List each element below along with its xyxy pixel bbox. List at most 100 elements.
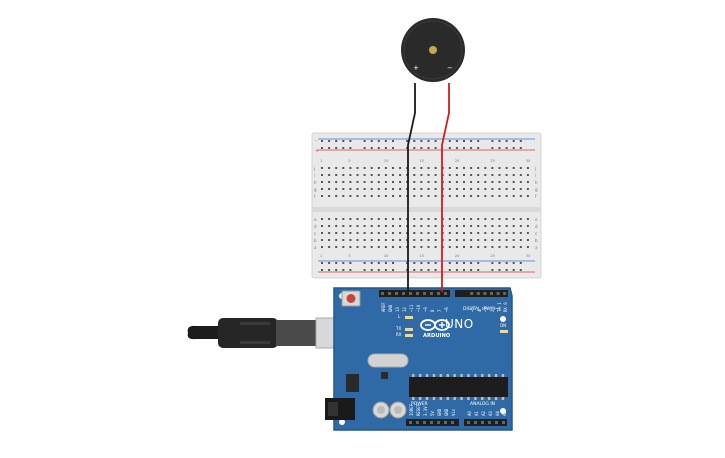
rail-hole[interactable] (342, 262, 345, 264)
breadboard-hole[interactable] (321, 232, 323, 234)
breadboard-hole[interactable] (377, 195, 380, 197)
breadboard-hole[interactable] (363, 232, 366, 234)
rail-hole[interactable] (512, 147, 515, 149)
breadboard-hole[interactable] (420, 188, 423, 190)
breadboard-hole[interactable] (370, 174, 373, 176)
breadboard-hole[interactable] (463, 232, 465, 234)
rail-hole[interactable] (477, 269, 480, 271)
breadboard-hole[interactable] (505, 225, 508, 227)
breadboard-hole[interactable] (491, 167, 494, 169)
breadboard-hole[interactable] (512, 225, 515, 227)
breadboard-hole[interactable] (434, 218, 437, 220)
breadboard-hole[interactable] (491, 181, 494, 183)
breadboard-hole[interactable] (470, 225, 473, 227)
breadboard-hole[interactable] (470, 188, 473, 190)
breadboard-hole[interactable] (420, 246, 423, 248)
rail-hole[interactable] (384, 147, 387, 149)
power-pin-hole[interactable] (430, 421, 433, 424)
breadboard-hole[interactable] (448, 239, 451, 241)
breadboard-hole[interactable] (484, 195, 487, 197)
digital-pin-hole[interactable] (483, 292, 487, 295)
breadboard-hole[interactable] (321, 174, 323, 176)
breadboard-hole[interactable] (505, 167, 508, 169)
rail-hole[interactable] (384, 269, 387, 271)
breadboard-hole[interactable] (335, 232, 338, 234)
digital-pin-hole[interactable] (444, 292, 447, 295)
breadboard-hole[interactable] (328, 174, 331, 176)
breadboard-hole[interactable] (463, 195, 465, 197)
rail-hole[interactable] (413, 140, 416, 142)
breadboard-hole[interactable] (392, 188, 394, 190)
digital-pin-hole[interactable] (402, 292, 405, 295)
analog-pin-hole[interactable] (474, 421, 477, 424)
breadboard-hole[interactable] (335, 181, 338, 183)
breadboard-hole[interactable] (484, 181, 487, 183)
breadboard-holes[interactable] (321, 140, 529, 271)
breadboard-hole[interactable] (463, 218, 465, 220)
breadboard-hole[interactable] (335, 195, 338, 197)
breadboard-hole[interactable] (484, 188, 487, 190)
breadboard-hole[interactable] (384, 174, 387, 176)
breadboard-hole[interactable] (363, 225, 366, 227)
breadboard-hole[interactable] (392, 246, 394, 248)
breadboard-hole[interactable] (448, 174, 451, 176)
rail-hole[interactable] (413, 147, 416, 149)
rail-hole[interactable] (477, 262, 480, 264)
rail-hole[interactable] (328, 262, 331, 264)
breadboard-hole[interactable] (519, 246, 522, 248)
rail-hole[interactable] (427, 262, 430, 264)
breadboard-hole[interactable] (434, 246, 437, 248)
breadboard-hole[interactable] (399, 181, 402, 183)
rail-hole[interactable] (406, 140, 409, 142)
breadboard-hole[interactable] (399, 174, 402, 176)
rail-hole[interactable] (434, 269, 437, 271)
rail-hole[interactable] (455, 269, 458, 271)
breadboard-hole[interactable] (477, 181, 480, 183)
rail-hole[interactable] (377, 269, 380, 271)
rail-hole[interactable] (427, 269, 430, 271)
breadboard-hole[interactable] (370, 246, 373, 248)
breadboard-hole[interactable] (455, 246, 458, 248)
breadboard-hole[interactable] (427, 246, 430, 248)
breadboard-hole[interactable] (491, 174, 494, 176)
rail-hole[interactable] (413, 262, 416, 264)
analog-pin-hole[interactable] (481, 421, 484, 424)
breadboard-hole[interactable] (420, 232, 423, 234)
breadboard-hole[interactable] (526, 167, 529, 169)
breadboard-hole[interactable] (356, 174, 359, 176)
breadboard-hole[interactable] (413, 239, 416, 241)
rail-hole[interactable] (505, 269, 508, 271)
rail-hole[interactable] (377, 262, 380, 264)
breadboard-hole[interactable] (328, 232, 331, 234)
breadboard-hole[interactable] (455, 239, 458, 241)
breadboard-hole[interactable] (335, 246, 338, 248)
breadboard-hole[interactable] (519, 218, 522, 220)
rail-hole[interactable] (377, 140, 380, 142)
rail-hole[interactable] (455, 140, 458, 142)
breadboard-hole[interactable] (420, 225, 423, 227)
rail-hole[interactable] (470, 140, 473, 142)
breadboard-hole[interactable] (413, 181, 416, 183)
breadboard-hole[interactable] (399, 195, 402, 197)
breadboard-hole[interactable] (526, 181, 529, 183)
rail-hole[interactable] (470, 147, 473, 149)
digital-pin-hole[interactable] (395, 292, 398, 295)
breadboard-hole[interactable] (484, 174, 487, 176)
breadboard-hole[interactable] (377, 174, 380, 176)
rail-hole[interactable] (463, 140, 465, 142)
breadboard-hole[interactable] (470, 246, 473, 248)
breadboard-hole[interactable] (356, 246, 359, 248)
breadboard-hole[interactable] (399, 239, 402, 241)
arduino-uno-board[interactable] (325, 287, 513, 431)
breadboard-hole[interactable] (427, 181, 430, 183)
rail-hole[interactable] (377, 147, 380, 149)
rail-hole[interactable] (512, 269, 515, 271)
rail-hole[interactable] (477, 140, 480, 142)
breadboard-hole[interactable] (363, 181, 366, 183)
breadboard-hole[interactable] (484, 232, 487, 234)
breadboard-hole[interactable] (470, 167, 473, 169)
rail-hole[interactable] (370, 147, 373, 149)
rail-hole[interactable] (384, 262, 387, 264)
breadboard-hole[interactable] (448, 246, 451, 248)
rail-hole[interactable] (384, 140, 387, 142)
